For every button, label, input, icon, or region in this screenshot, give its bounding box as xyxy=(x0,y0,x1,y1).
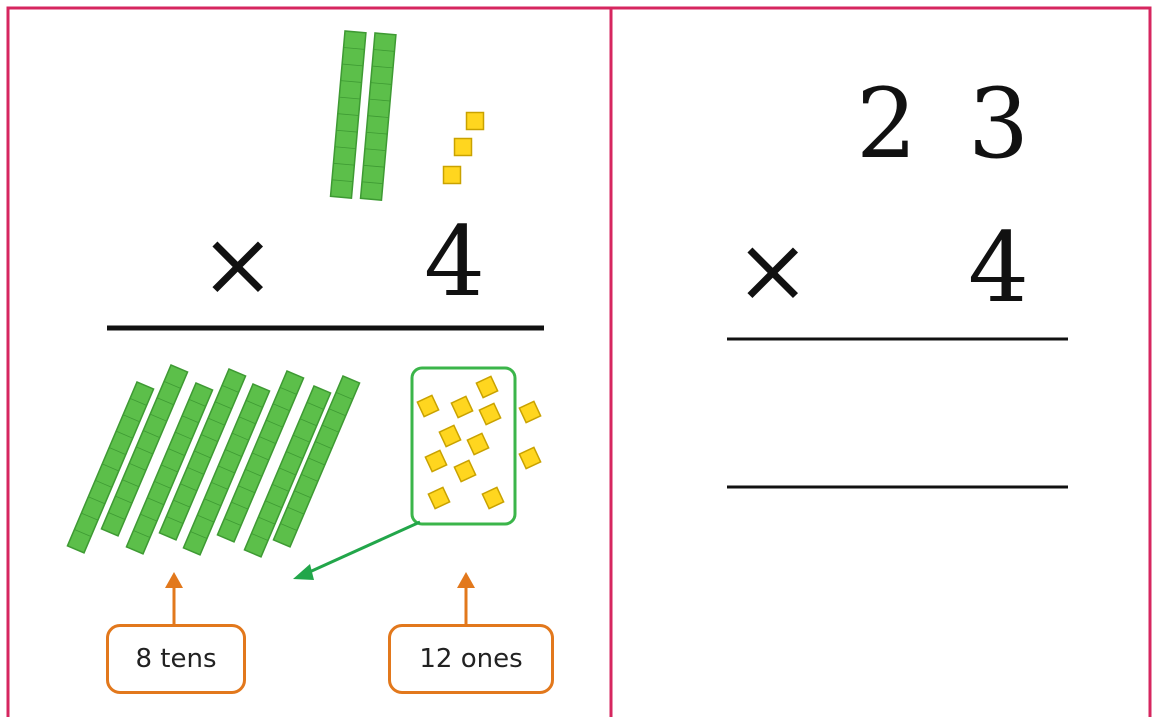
tens-rod xyxy=(272,375,361,548)
ones-cube xyxy=(442,165,462,185)
ones-cube xyxy=(450,395,474,419)
ones-group-box xyxy=(410,366,517,526)
regroup-arrowhead xyxy=(293,564,314,580)
ones-cube xyxy=(416,394,440,418)
ones-arrowhead xyxy=(457,572,475,588)
ones-cube xyxy=(518,400,542,424)
ones-cube xyxy=(424,449,448,473)
top-ones-cubes xyxy=(442,111,485,185)
tens-rod xyxy=(216,370,305,543)
ones-cube xyxy=(438,424,462,448)
ones-label: 12 ones xyxy=(388,624,554,694)
ones-cube xyxy=(478,402,502,426)
ones-cube xyxy=(427,486,451,510)
tens-rod xyxy=(66,381,155,554)
regroup-arrow xyxy=(304,520,421,576)
ones-cube xyxy=(481,486,505,510)
ones-cube xyxy=(518,446,542,470)
tens-rod xyxy=(158,368,247,541)
tens-rod xyxy=(329,30,367,200)
tens-rod xyxy=(125,382,214,555)
tens-rod xyxy=(243,385,332,558)
right-multiplier: 4 xyxy=(968,212,1030,324)
grouped-ones-cubes xyxy=(416,375,542,510)
ones-cube xyxy=(465,111,485,131)
ones-cube xyxy=(475,375,499,399)
tens-label: 8 tens xyxy=(106,624,246,694)
left-multiplier: 4 xyxy=(424,206,486,318)
result-tens-rods xyxy=(66,364,361,558)
left-times-sign: × xyxy=(200,212,276,317)
tens-rod xyxy=(182,383,271,556)
right-digit-tens: 2 xyxy=(856,68,918,180)
right-digit-ones: 3 xyxy=(968,68,1030,180)
tens-arrowhead xyxy=(165,572,183,588)
tens-rod xyxy=(100,364,189,537)
outer-border xyxy=(6,6,1152,717)
ones-cube xyxy=(453,137,473,157)
top-tens-rods xyxy=(329,30,397,202)
ones-cube xyxy=(466,432,490,456)
tens-rod xyxy=(359,32,397,202)
ones-cube xyxy=(453,459,477,483)
right-times-sign: × xyxy=(735,218,811,323)
